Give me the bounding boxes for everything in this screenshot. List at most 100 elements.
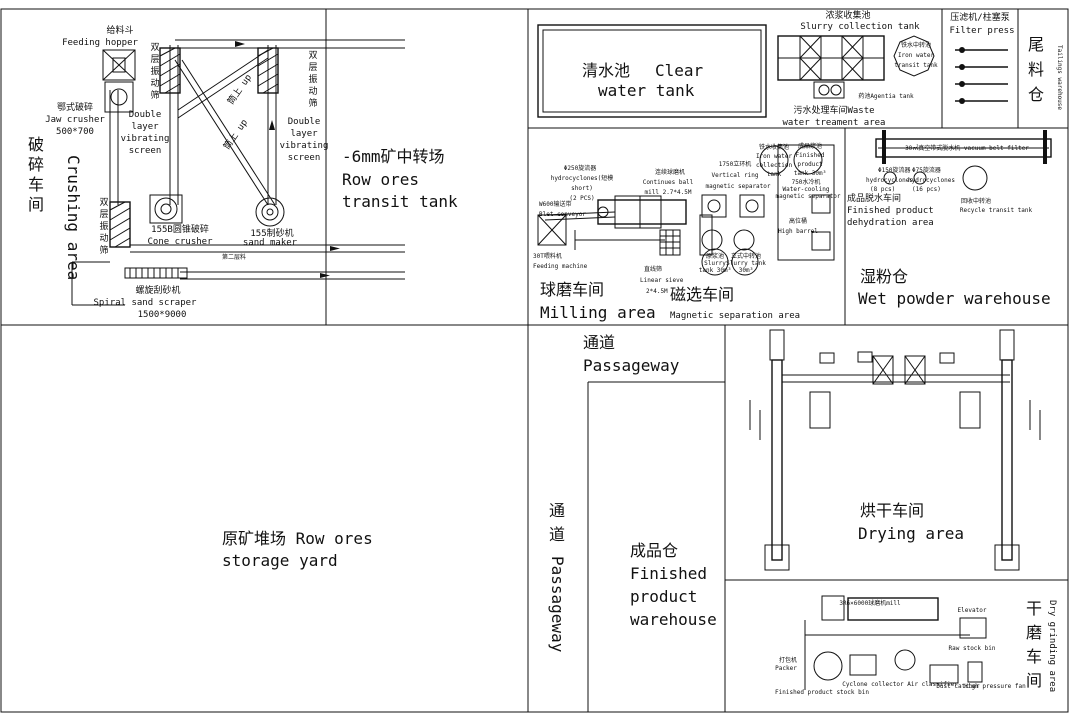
slurry-collection-en: Slurry collection tank (800, 22, 920, 32)
cone-crusher-cn: 155B圆锥破碎 (151, 223, 209, 235)
finished-en-3: warehouse (630, 610, 717, 629)
dlvs-top-cn3: 振 (150, 65, 159, 77)
dlvs-bottom-cn5: 筛 (99, 244, 108, 256)
packer-en: Packer (775, 665, 797, 672)
passageway-left-cn-2: 道 (549, 525, 565, 544)
feeding-hopper-cn: 给料斗 (106, 24, 133, 36)
crushing-cn-3: 车 (28, 175, 44, 194)
jaw-crusher-cn: 鄂式破碎 (57, 101, 93, 113)
tailings-cn-1: 尾 (1028, 35, 1044, 54)
cyclone-air-label: Cyclone collector Air classifier (842, 681, 958, 688)
water-cooling-cn: 750水冷机 (792, 178, 821, 186)
dehydration-area: 30㎡真空带式脱水机 vacuum belt filter Φ150旋流器 hy… (847, 130, 1052, 308)
filter-press-units (955, 47, 1008, 104)
zone-borders (0, 8, 1069, 713)
agentia-tank: 药池Agentia tank (858, 92, 914, 100)
up-label-2: 筒上 up (221, 117, 250, 152)
tailings-en: Tailings warehouse (1056, 45, 1063, 110)
crushing-area: 给料斗 Feeding hopper 鄂式破碎 Jaw crusher 500*… (28, 24, 405, 320)
second-floor-label: 第二层料 (222, 253, 246, 261)
magnetic-area: 1750立环机 Vertical ring magnetic separator… (670, 142, 841, 321)
tailings-cn-3: 仓 (1028, 85, 1044, 104)
magnetic-cn: 磁选车间 (670, 285, 734, 304)
slurry-tank-grid (777, 35, 885, 81)
cyclones-mill-en-2: short) (571, 185, 593, 192)
raw-bin-label: Raw stock bin (949, 645, 996, 652)
ball-mill-en-1: Continues ball (643, 179, 694, 186)
spiral-scraper-symbol (124, 267, 188, 279)
slurry-tank2-en-2: 30m³ (739, 267, 753, 274)
dehydration-en-2: dehydration area (847, 218, 934, 228)
finished-tank-cn: 成品浆池 (798, 142, 822, 150)
dry-grinding-cn-2: 磨 (1026, 623, 1042, 642)
iron-collection-en-3: tank (767, 171, 782, 178)
elevator-label: Elevator (958, 607, 987, 614)
slurry-tank-en-1: Slurry (704, 260, 726, 267)
cyclones-mill-en-3: (2 PCS) (569, 195, 594, 202)
iron-tank-cn: 铁水中转池 (901, 41, 931, 49)
vertical-ring-en-2: magnetic separator (705, 183, 770, 190)
storage-yard: 原矿堆场 Row ores storage yard (222, 529, 373, 570)
water-cooling-en-2: magnetic separator (775, 193, 840, 200)
raymond-mill-label: 3R6×6000球磨机mill (839, 599, 901, 607)
passageway-top: 通道 Passageway (583, 333, 680, 375)
finished-tank-en-3: tank 30m³ (794, 170, 827, 177)
passageway-top-cn: 通道 (583, 333, 615, 352)
belt-conveyor-en: Blet conveyor (539, 211, 586, 218)
iron-tank-en-1: Iron water (898, 52, 935, 59)
slurry-collection-cn: 浓浆收集池 (825, 9, 870, 21)
filter-press-en: Filter press (949, 26, 1014, 36)
slurry-tank2-en-1: Slurry tank (726, 260, 766, 267)
transit-cn: -6mm矿中转场 (342, 147, 445, 166)
dlvs-top-en2: layer (131, 122, 159, 132)
dry-grinding-cn-3: 车 (1026, 647, 1042, 666)
dlvs-right-cn3: 振 (308, 73, 317, 85)
vibrating-screen-symbols (109, 47, 279, 248)
packer-cn: 打包机 (779, 656, 797, 664)
transit-en-1: Row ores (342, 170, 419, 189)
cone-crusher-en: Cone crusher (147, 237, 213, 247)
finished-cn: 成品仓 (630, 541, 678, 560)
tailings-cn-2: 料 (1028, 60, 1044, 79)
recycle-en: Recycle transit tank (960, 207, 1033, 214)
crushing-cn-1: 破 (28, 135, 44, 154)
dlvs-right-en3: vibrating (280, 141, 329, 151)
clear-water-en-1: Clear (655, 61, 704, 80)
dry-grinding-en: Dry grinding area (1047, 600, 1057, 692)
hydro8-en-1: hydrocyclones (866, 177, 913, 184)
jaw-crusher-symbol (104, 81, 134, 113)
hydro16-en-1: hydrocyclones (908, 177, 955, 184)
slurry-tank-en-2: tank 30m³ (699, 267, 732, 274)
cyclones-mill-cn: Φ250旋流器 (564, 164, 596, 172)
waste-water-en: water treament area (783, 118, 886, 128)
drying-en: Drying area (858, 524, 964, 543)
dust-catcher-label: Dust catcher (936, 683, 980, 690)
clear-water-cn: 清水池 (582, 61, 630, 80)
dlvs-right-cn5: 筛 (308, 97, 317, 109)
vertical-ring-cn: 1750立环机 (719, 160, 751, 168)
finished-en-1: Finished (630, 564, 707, 583)
dlvs-top-cn5: 筛 (150, 89, 159, 101)
stock-bin-label: Finished product stock bin (775, 689, 869, 696)
linear-sieve-cn: 直线筛 (644, 265, 662, 273)
finished-tank-en-1: Finished (796, 152, 825, 159)
high-barrel-en: High barrel (778, 228, 818, 235)
dry-grinding-cn-4: 间 (1026, 671, 1042, 690)
dry-grinding-area: 3R6×6000球磨机mill 打包机 Packer Finished prod… (775, 595, 1057, 696)
dlvs-top-en1: Double (129, 110, 162, 120)
filter-press-area: 压滤机/柱塞泵 Filter press (949, 11, 1015, 104)
linear-sieve-en-1: Linear sieve (640, 277, 684, 284)
waste-water-cn: 污水处理车间Waste (793, 104, 874, 116)
waste-water-area: 浓浆收集池 Slurry collection tank 铁水中转池 Iron … (777, 9, 938, 128)
tailings-area: 尾 料 仓 Tailings warehouse (1028, 35, 1063, 110)
dry-grinding-cn-1: 干 (1026, 599, 1042, 618)
spiral-cn: 螺旋刮砂机 (135, 284, 180, 296)
slurry-tank2-cn: 立式中转池 (731, 252, 761, 260)
milling-cn: 球磨车间 (540, 280, 604, 299)
spiral-en: Spiral sand scraper (94, 298, 198, 308)
feeding-hopper-symbol (102, 49, 136, 81)
crushing-en: Crushing area (64, 155, 83, 280)
dlvs-bottom-cn2: 层 (99, 209, 108, 220)
iron-collection-en-1: Iron water (756, 153, 793, 160)
